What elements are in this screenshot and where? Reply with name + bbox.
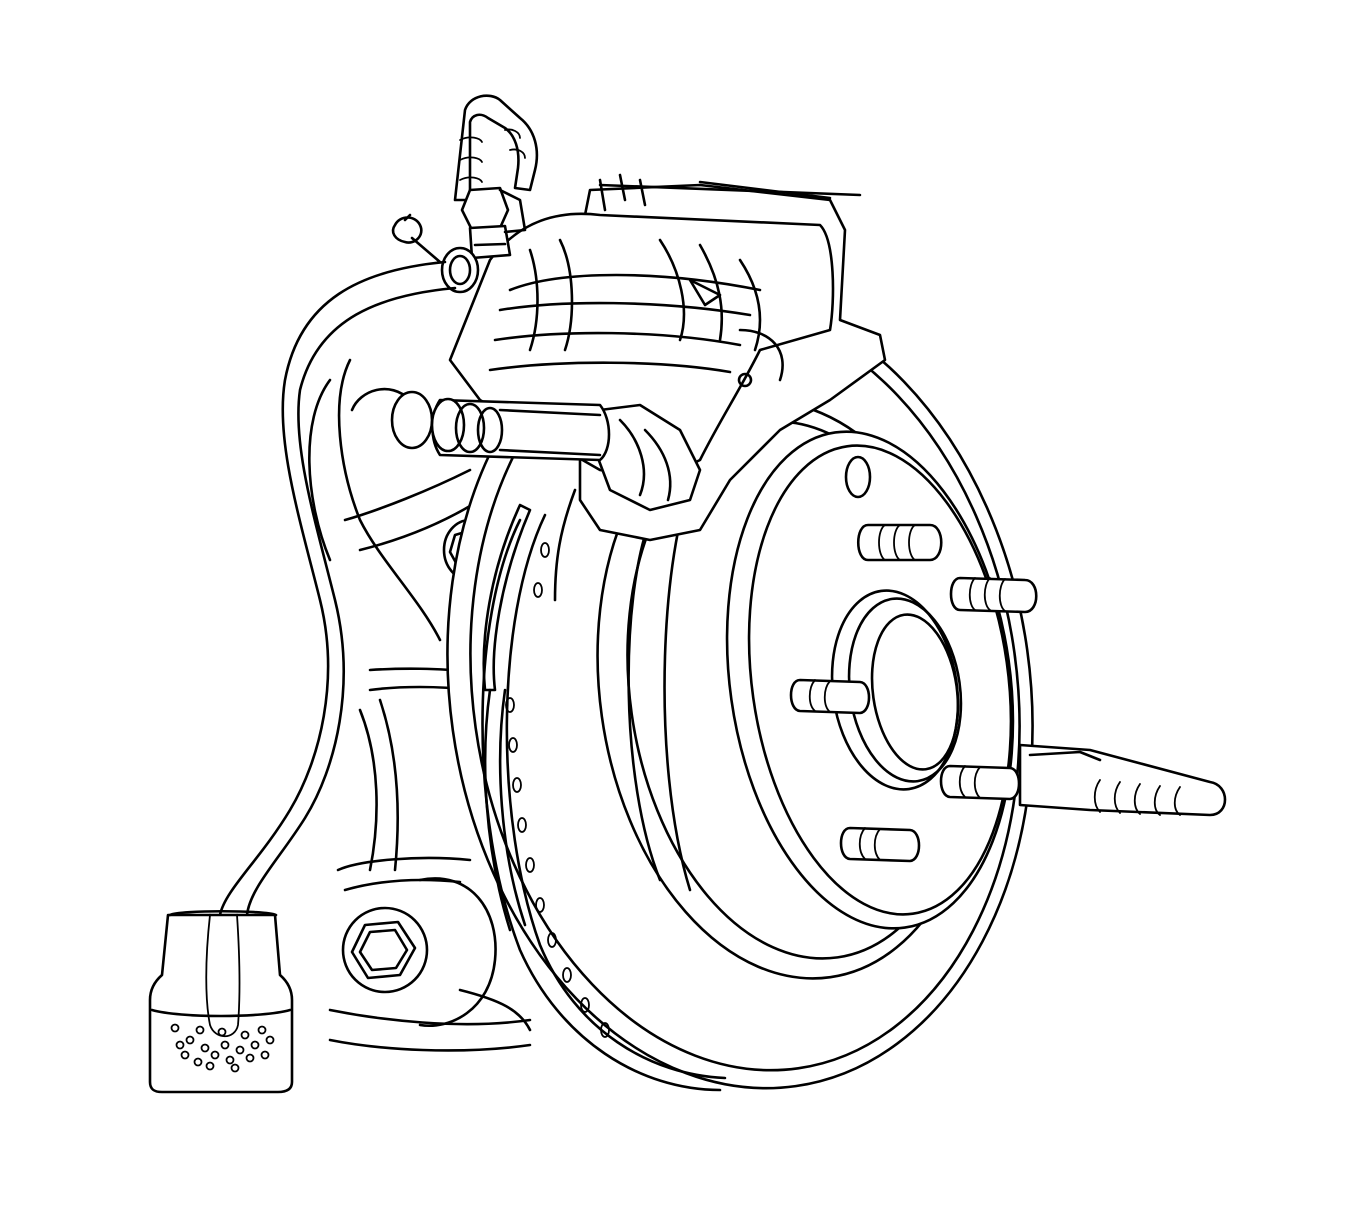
lower-arm-bolt xyxy=(341,906,429,994)
wheel-stud-left xyxy=(789,678,871,715)
brake-hose xyxy=(453,94,539,202)
tie-rod-end xyxy=(1018,743,1227,817)
rotor-vents xyxy=(505,542,610,1038)
fluid-bubbles xyxy=(170,1023,275,1073)
wheel-stud-right-lower xyxy=(939,764,1021,801)
bleeder-cap xyxy=(391,213,442,264)
caliper-guide-bolt xyxy=(390,390,611,462)
wheel-stud-top xyxy=(856,523,943,562)
brake-caliper xyxy=(448,173,887,542)
steering-knuckle xyxy=(308,358,532,1052)
catch-jar xyxy=(148,909,294,1094)
wheel-stud-bottom xyxy=(839,826,921,863)
dust-shield xyxy=(482,488,577,692)
bleeder-valve xyxy=(460,186,527,260)
wheel-stud-right-upper xyxy=(949,576,1038,614)
bleeder-hose-connection xyxy=(440,246,480,294)
rotor-locator-pin xyxy=(844,455,872,499)
